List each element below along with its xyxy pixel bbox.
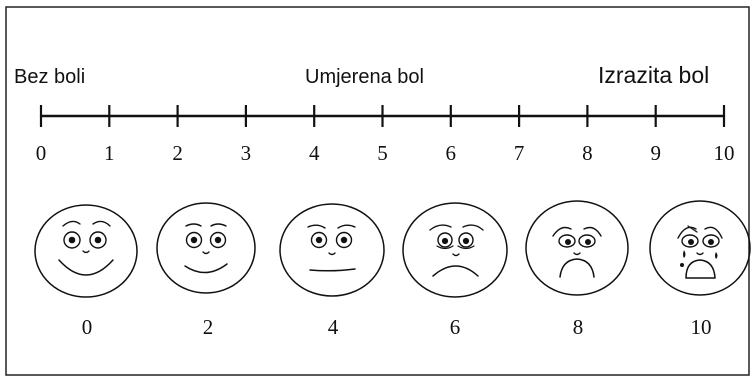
face-score-label: 4 — [328, 315, 339, 339]
face-score-label: 6 — [450, 315, 461, 339]
scale-tick-label: 2 — [172, 141, 183, 165]
heading-no-pain: Bez boli — [14, 66, 85, 88]
face-score-label: 10 — [691, 315, 712, 339]
heading-severe-pain: Izrazita bol — [598, 62, 709, 88]
face-score-label: 0 — [82, 315, 93, 339]
scale-tick-label: 10 — [714, 141, 735, 165]
scale-tick-label: 3 — [241, 141, 252, 165]
scale-tick-label: 0 — [36, 141, 47, 165]
face-0-icon — [34, 204, 138, 298]
face-6-icon — [402, 202, 508, 298]
scale-tick-label: 5 — [377, 141, 388, 165]
face-score-label: 2 — [203, 315, 214, 339]
heading-moderate-pain: Umjerena bol — [305, 66, 424, 88]
diagram-frame — [5, 6, 750, 376]
scale-tick-label: 1 — [104, 141, 115, 165]
face-10-icon — [649, 200, 751, 296]
scale-tick-label: 8 — [582, 141, 593, 165]
scale-tick-label: 7 — [514, 141, 525, 165]
face-score-label: 8 — [573, 315, 584, 339]
face-8-icon — [525, 200, 629, 296]
face-2-icon — [156, 202, 256, 294]
faces-row — [34, 200, 751, 298]
scale-ticks: 0 1 2 3 4 5 6 7 8 9 10 — [36, 105, 735, 165]
scale-tick-label: 9 — [650, 141, 661, 165]
scale-tick-label: 6 — [446, 141, 457, 165]
scale-tick-label: 4 — [309, 141, 320, 165]
face-4-icon — [279, 203, 385, 297]
